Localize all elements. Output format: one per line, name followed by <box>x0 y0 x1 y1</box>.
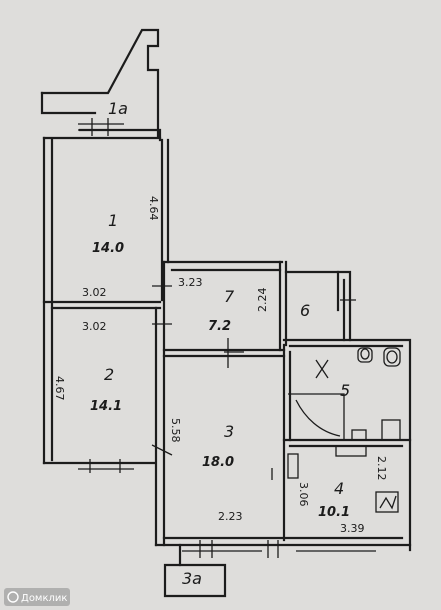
room-number-5: 5 <box>340 381 350 400</box>
dimension-room7-height: 2.24 <box>256 288 269 313</box>
dimension-room1-width: 3.02 <box>82 286 107 299</box>
room-number-1: 1 <box>108 211 118 230</box>
room-area-3: 18.0 <box>202 455 234 470</box>
room-number-2: 2 <box>104 365 114 384</box>
room-area-4: 10.1 <box>318 505 350 520</box>
dimension-room4-width: 3.39 <box>340 522 365 535</box>
room-area-7: 7.2 <box>208 319 231 334</box>
room-number-4: 4 <box>334 479 344 498</box>
dimension-room4-height-b: 3.06 <box>297 482 310 507</box>
dimension-room2-width: 3.02 <box>82 320 107 333</box>
dimension-labels: 4.64 3.02 3.23 2.24 3.02 4.67 5.58 2.23 … <box>53 196 388 535</box>
dimension-room7-width: 3.23 <box>178 276 203 289</box>
dimension-room1-height: 4.64 <box>147 196 160 221</box>
dimension-room4-height-a: 2.12 <box>375 456 388 481</box>
room-area-1: 14.0 <box>92 241 124 256</box>
dimension-room2-height: 4.67 <box>53 376 66 401</box>
room-number-1a: 1a <box>108 99 128 118</box>
room-labels: 1a 1 14.0 2 14.1 3 18.0 3a 4 10.1 5 6 7 … <box>90 99 350 588</box>
room-number-7: 7 <box>224 287 235 306</box>
dimension-room3-height: 5.58 <box>169 418 182 443</box>
room-number-3a: 3a <box>182 569 202 588</box>
watermark-text: Домклик <box>21 593 67 604</box>
watermark: Домклик <box>4 588 70 606</box>
room-number-3: 3 <box>224 422 234 441</box>
domclick-logo-icon <box>7 591 19 603</box>
dimension-room3-width: 2.23 <box>218 510 243 523</box>
room-area-2: 14.1 <box>90 399 122 414</box>
room-number-6: 6 <box>300 301 310 320</box>
fixtures <box>78 118 401 558</box>
